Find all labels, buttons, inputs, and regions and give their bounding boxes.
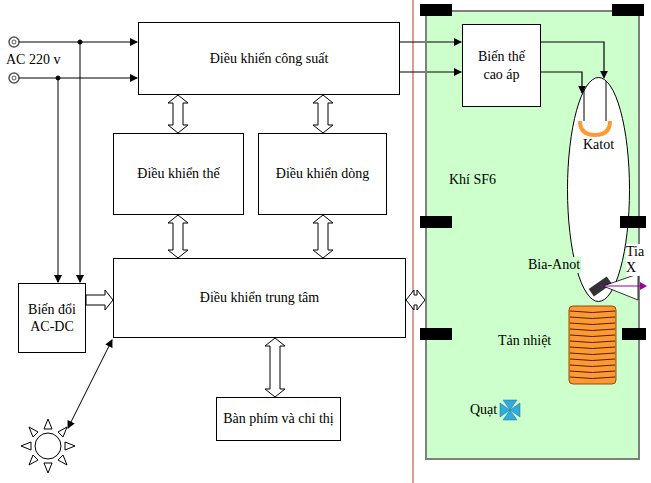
box-title: Biến thế cao áp xyxy=(468,48,535,83)
gas-chamber-fill xyxy=(425,10,640,460)
bus-arrow xyxy=(168,95,188,133)
signal-wire xyxy=(400,71,461,72)
heatsink-coils xyxy=(568,305,618,385)
fan-label: Quạt xyxy=(470,402,497,418)
sf6-gas-housing: Khí SF6Biến thế cao ápKatotBia-Anot xyxy=(425,10,640,460)
box-title: Biến đổi AC-DC xyxy=(24,301,80,336)
anode-label: Bia-Anot xyxy=(527,257,581,273)
box-title: Điều khiển công suất xyxy=(210,50,329,68)
box-title: Điều khiển dòng xyxy=(276,165,369,183)
signal-wire xyxy=(541,72,582,93)
hv-transformer-box: Biến thế cao áp xyxy=(462,24,541,107)
bus-arrow xyxy=(86,290,113,310)
light-sensor-sun xyxy=(21,340,112,473)
cooling-fan xyxy=(500,400,520,420)
power-control-box: Điều khiển công suất xyxy=(138,22,400,95)
heatsink-label: Tản nhiệt xyxy=(498,333,551,349)
bus-arrow xyxy=(168,215,188,258)
region-label: Khí SF6 xyxy=(449,172,496,188)
cathode-label: Katot xyxy=(567,137,630,153)
bus-arrow xyxy=(313,95,333,133)
housing-mounts xyxy=(420,4,646,340)
box-title: Điều khiển thế xyxy=(137,165,219,183)
supply-label: AC 220 v xyxy=(6,52,60,68)
bus-arrow xyxy=(265,338,285,397)
heat-sink: Tản nhiệt xyxy=(498,305,618,385)
x-ray-beam xyxy=(600,274,647,300)
bus-arrow xyxy=(313,215,333,258)
signal-wire xyxy=(400,41,461,42)
voltage-control-box: Điều khiển thế xyxy=(113,133,244,215)
box-title: Điều khiển trung tâm xyxy=(200,289,319,307)
x-ray-tube: KatotBia-Anot xyxy=(567,77,630,302)
box-title: Bàn phím và chỉ thị xyxy=(223,410,333,428)
bus-arrow xyxy=(406,290,425,310)
ac-dc-converter-box: Biến đổi AC-DC xyxy=(18,283,86,353)
keyboard-display-box: Bàn phím và chỉ thị xyxy=(216,397,341,441)
current-control-box: Điều khiển dòng xyxy=(258,133,387,215)
central-control-box: Điều khiển trung tâm xyxy=(113,258,406,338)
beam-label: Tia X xyxy=(626,244,648,276)
